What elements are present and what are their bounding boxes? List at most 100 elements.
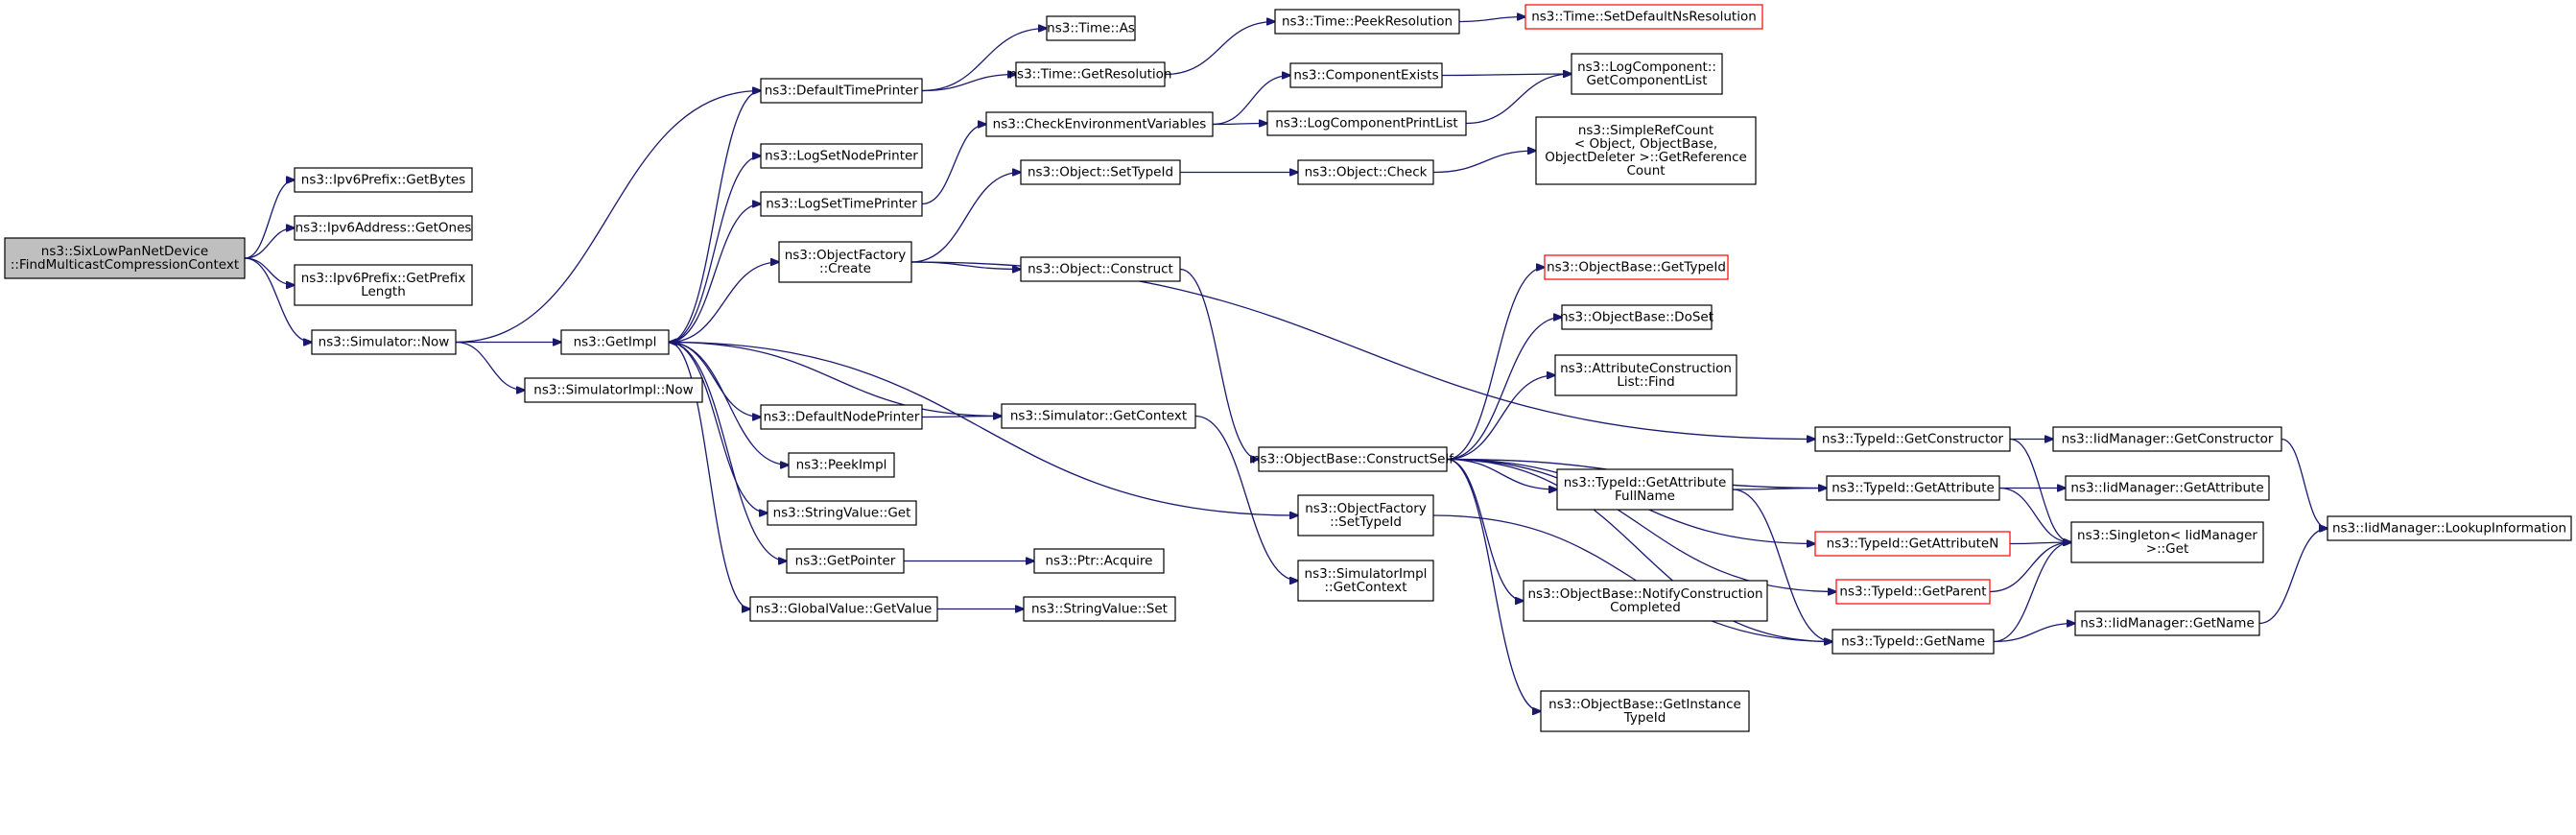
node-peekimpl[interactable]: ns3::PeekImpl — [788, 452, 895, 478]
node-box[interactable] — [1524, 4, 1763, 30]
node-box[interactable] — [1015, 61, 1166, 87]
node-box[interactable] — [294, 167, 473, 193]
node-box[interactable] — [294, 264, 473, 306]
node-box[interactable] — [1814, 531, 2011, 557]
node-time-as[interactable]: ns3::Time::As — [1046, 15, 1136, 41]
node-simulatorimpl-getcontext[interactable]: ns3::SimulatorImpl::GetContext — [1297, 560, 1434, 602]
node-box[interactable] — [1020, 256, 1181, 282]
node-box[interactable] — [2070, 521, 2264, 563]
node-box[interactable] — [985, 111, 1214, 137]
node-box[interactable] — [294, 215, 473, 241]
node-box[interactable] — [1297, 159, 1434, 185]
node-box[interactable] — [760, 404, 923, 430]
node-box[interactable] — [1544, 254, 1729, 280]
node-iidmanager-getconstructor[interactable]: ns3::IidManager::GetConstructor — [2052, 426, 2282, 452]
node-box[interactable] — [1001, 403, 1196, 429]
node-box[interactable] — [1523, 580, 1768, 622]
node-box[interactable] — [1289, 62, 1443, 88]
node-iidmanager-getname[interactable]: ns3::IidManager::GetName — [2074, 610, 2260, 636]
node-objectbase-notifyconstructioncompleted[interactable]: ns3::ObjectBase::NotifyConstructionCompl… — [1523, 580, 1768, 622]
node-typeid-getattributen[interactable]: ns3::TypeId::GetAttributeN — [1814, 531, 2011, 557]
node-box[interactable] — [749, 596, 938, 622]
node-box[interactable] — [524, 377, 703, 403]
node-logsetnodeprinter[interactable]: ns3::LogSetNodePrinter — [760, 143, 923, 169]
node-box[interactable] — [560, 329, 670, 355]
node-box[interactable] — [1535, 116, 1757, 185]
node-defaultnodeprinter[interactable]: ns3::DefaultNodePrinter — [760, 404, 923, 430]
node-singleton-iidmanager-get[interactable]: ns3::Singleton< IidManager >::Get — [2070, 521, 2264, 563]
node-box[interactable] — [786, 548, 905, 574]
node-box[interactable] — [1046, 15, 1136, 41]
node-box[interactable] — [788, 452, 895, 478]
node-box[interactable] — [1033, 548, 1165, 574]
node-object-construct[interactable]: ns3::Object::Construct — [1020, 256, 1181, 282]
node-box[interactable] — [1020, 159, 1181, 185]
node-simulator-now[interactable]: ns3::Simulator::Now — [311, 329, 457, 355]
node-box[interactable] — [2327, 515, 2572, 541]
node-box[interactable] — [1297, 494, 1434, 537]
node-objectfactory-settypeid[interactable]: ns3::ObjectFactory::SetTypeId — [1297, 494, 1434, 537]
node-stringvalue-set[interactable]: ns3::StringValue::Set — [1023, 596, 1176, 622]
node-box[interactable] — [1023, 596, 1176, 622]
node-iidmanager-lookupinformation[interactable]: ns3::IidManager::LookupInformation — [2327, 515, 2572, 541]
node-typeid-getname[interactable]: ns3::TypeId::GetName — [1832, 629, 1995, 655]
node-typeid-getconstructor[interactable]: ns3::TypeId::GetConstructor — [1814, 426, 2011, 452]
node-box[interactable] — [4, 237, 246, 279]
node-simulatorimpl-now[interactable]: ns3::SimulatorImpl::Now — [524, 377, 703, 403]
node-getpointer[interactable]: ns3::GetPointer — [786, 548, 905, 574]
node-componentexists[interactable]: ns3::ComponentExists — [1289, 62, 1443, 88]
node-time-getresolution[interactable]: ns3::Time::GetResolution — [1008, 61, 1172, 87]
node-box[interactable] — [1266, 110, 1467, 136]
node-objectbase-constructself[interactable]: ns3::ObjectBase::ConstructSelf — [1252, 446, 1454, 472]
node-typeid-getparent[interactable]: ns3::TypeId::GetParent — [1835, 579, 1991, 605]
node-stringvalue-get[interactable]: ns3::StringValue::Get — [767, 500, 917, 526]
node-globalvalue-getvalue[interactable]: ns3::GlobalValue::GetValue — [749, 596, 938, 622]
node-simplerefcount-getreferencecount[interactable]: ns3::SimpleRefCount< Object, ObjectBase,… — [1535, 116, 1757, 185]
node-ipv6prefix-getbytes[interactable]: ns3::Ipv6Prefix::GetBytes — [294, 167, 473, 193]
node-box[interactable] — [1274, 9, 1460, 35]
node-typeid-getattribute[interactable]: ns3::TypeId::GetAttribute — [1826, 475, 2000, 501]
node-box[interactable] — [760, 191, 923, 217]
node-ipv6address-getones[interactable]: ns3::Ipv6Address::GetOnes — [294, 215, 473, 241]
node-box[interactable] — [2065, 475, 2270, 501]
node-box[interactable] — [2052, 426, 2282, 452]
node-box[interactable] — [767, 500, 917, 526]
node-objectfactory-create[interactable]: ns3::ObjectFactory::Create — [778, 241, 912, 283]
node-box[interactable] — [778, 241, 912, 283]
node-object-check[interactable]: ns3::Object::Check — [1297, 159, 1434, 185]
node-ptr-acquire[interactable]: ns3::Ptr::Acquire — [1033, 548, 1165, 574]
node-box[interactable] — [2074, 610, 2260, 636]
node-iidmanager-getattribute[interactable]: ns3::IidManager::GetAttribute — [2065, 475, 2270, 501]
node-root[interactable]: ns3::SixLowPanNetDevice::FindMulticastCo… — [4, 237, 246, 279]
node-box[interactable] — [1814, 426, 2011, 452]
node-time-setdefaultnsresolution[interactable]: ns3::Time::SetDefaultNsResolution — [1524, 4, 1763, 30]
node-box[interactable] — [311, 329, 457, 355]
node-box[interactable] — [1835, 579, 1991, 605]
node-logsettimeprinter[interactable]: ns3::LogSetTimePrinter — [760, 191, 923, 217]
node-checkenvironmentvariables[interactable]: ns3::CheckEnvironmentVariables — [985, 111, 1214, 137]
node-box[interactable] — [1571, 53, 1723, 95]
node-box[interactable] — [1561, 304, 1713, 330]
node-box[interactable] — [1826, 475, 2000, 501]
node-objectbase-doset[interactable]: ns3::ObjectBase::DoSet — [1560, 304, 1713, 330]
node-box[interactable] — [1556, 468, 1734, 511]
node-box[interactable] — [1540, 690, 1750, 732]
node-box[interactable] — [760, 78, 923, 104]
node-box[interactable] — [1832, 629, 1995, 655]
node-logcomponent-getcomponentlist[interactable]: ns3::LogComponent::GetComponentList — [1571, 53, 1723, 95]
node-objectbase-gettypeid[interactable]: ns3::ObjectBase::GetTypeId — [1544, 254, 1729, 280]
node-getimpl[interactable]: ns3::GetImpl — [560, 329, 670, 355]
node-simulator-getcontext[interactable]: ns3::Simulator::GetContext — [1001, 403, 1196, 429]
node-box[interactable] — [1258, 446, 1448, 472]
node-box[interactable] — [760, 143, 923, 169]
node-defaulttimeprinter[interactable]: ns3::DefaultTimePrinter — [760, 78, 923, 104]
node-time-peekresolution[interactable]: ns3::Time::PeekResolution — [1274, 9, 1460, 35]
node-object-settypeid[interactable]: ns3::Object::SetTypeId — [1020, 159, 1181, 185]
node-logcomponentprintlist[interactable]: ns3::LogComponentPrintList — [1266, 110, 1467, 136]
node-box[interactable] — [1297, 560, 1434, 602]
node-box[interactable] — [1554, 354, 1737, 396]
